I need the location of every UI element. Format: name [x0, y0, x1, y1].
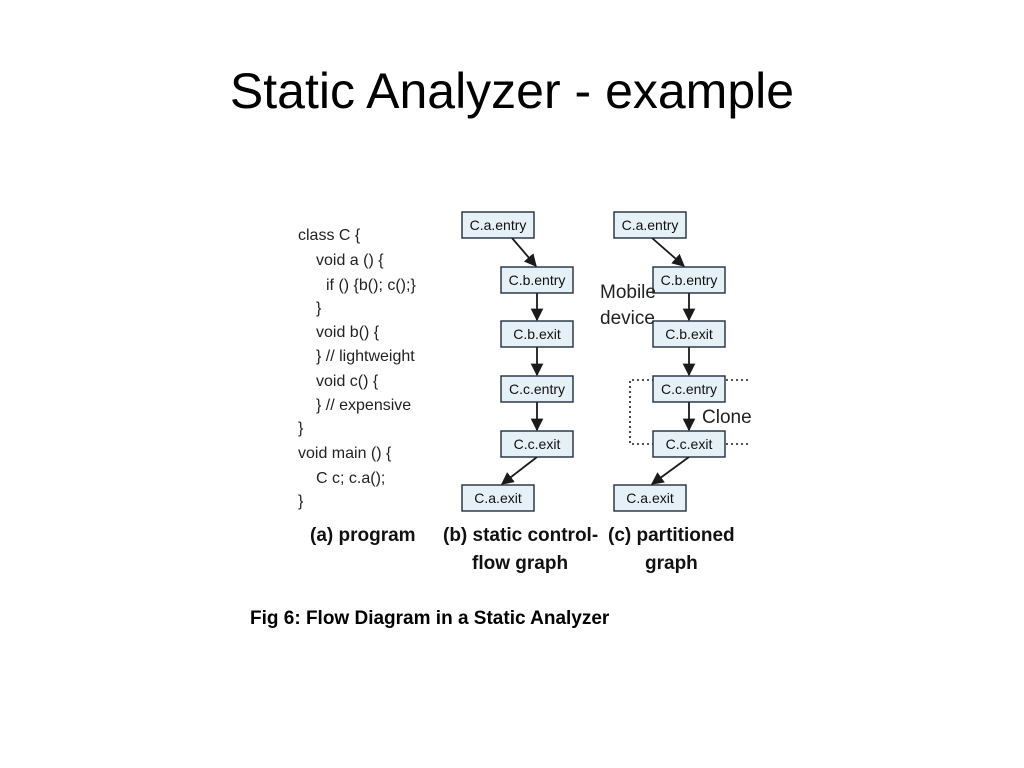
sub-captions: (a) program (b) static control- flow gra… — [310, 525, 735, 574]
code-line: C c; c.a(); — [316, 470, 385, 487]
partition-node: C.c.entry — [652, 375, 726, 403]
caption-static-cfg: (b) static control- — [443, 525, 598, 546]
clone-label: Clone — [702, 407, 752, 428]
cfg-node: C.c.exit — [500, 430, 574, 458]
slide-title: Static Analyzer - example — [229, 63, 795, 119]
mobile-device-label: Mobile — [600, 282, 656, 303]
node-label: C.b.entry — [509, 272, 566, 288]
code-line: } // lightweight — [316, 348, 415, 365]
partitioned-graph: C.a.entry C.b.entry C.b.exit C.c.entry C… — [600, 211, 752, 512]
partition-node: C.b.entry — [652, 266, 726, 294]
node-label: C.c.entry — [509, 381, 565, 397]
node-label: C.a.entry — [622, 217, 679, 233]
edge-arrow — [511, 237, 537, 267]
code-line: } — [298, 493, 304, 510]
node-label: C.a.entry — [470, 217, 527, 233]
node-label: C.b.exit — [665, 326, 713, 342]
partition-node: C.c.exit — [652, 430, 726, 458]
code-line: void a () { — [316, 252, 384, 269]
node-label: C.a.exit — [626, 490, 674, 506]
edge-arrow — [651, 237, 685, 267]
program-code: class C { void a () { if () {b(); c();} … — [298, 227, 416, 510]
cfg-node: C.b.entry — [500, 266, 574, 294]
code-line: void main () { — [298, 445, 392, 462]
edge-arrow — [501, 456, 538, 485]
code-line: if () {b(); c();} — [326, 277, 416, 294]
code-line: void b() { — [316, 324, 380, 341]
figure-caption: Fig 6: Flow Diagram in a Static Analyzer — [250, 608, 610, 629]
code-line: } // expensive — [316, 397, 411, 414]
caption-partitioned: graph — [645, 553, 698, 574]
partition-node: C.a.entry — [613, 211, 687, 239]
node-label: C.a.exit — [474, 490, 522, 506]
edge-arrow — [650, 456, 690, 485]
node-label: C.b.exit — [513, 326, 561, 342]
caption-partitioned: (c) partitioned — [608, 525, 735, 546]
cfg-node: C.c.entry — [500, 375, 574, 403]
caption-program: (a) program — [310, 525, 416, 546]
code-line: void c() { — [316, 373, 379, 390]
partition-node: C.b.exit — [652, 320, 726, 348]
code-line: } — [316, 300, 322, 317]
cfg-node: C.a.entry — [461, 211, 535, 239]
partition-outline-left — [629, 379, 654, 445]
partition-node: C.a.exit — [613, 484, 687, 512]
cfg-node: C.a.exit — [461, 484, 535, 512]
cfg-node: C.b.exit — [500, 320, 574, 348]
code-line: } — [298, 420, 304, 437]
node-label: C.c.entry — [661, 381, 717, 397]
node-label: C.b.entry — [661, 272, 718, 288]
code-line: class C { — [298, 227, 361, 244]
mobile-device-label: device — [600, 308, 655, 329]
node-label: C.c.exit — [666, 436, 713, 452]
static-control-flow-graph: C.a.entry C.b.entry C.b.exit C.c.entry C… — [461, 211, 574, 512]
node-label: C.c.exit — [514, 436, 561, 452]
caption-static-cfg: flow graph — [472, 553, 568, 574]
